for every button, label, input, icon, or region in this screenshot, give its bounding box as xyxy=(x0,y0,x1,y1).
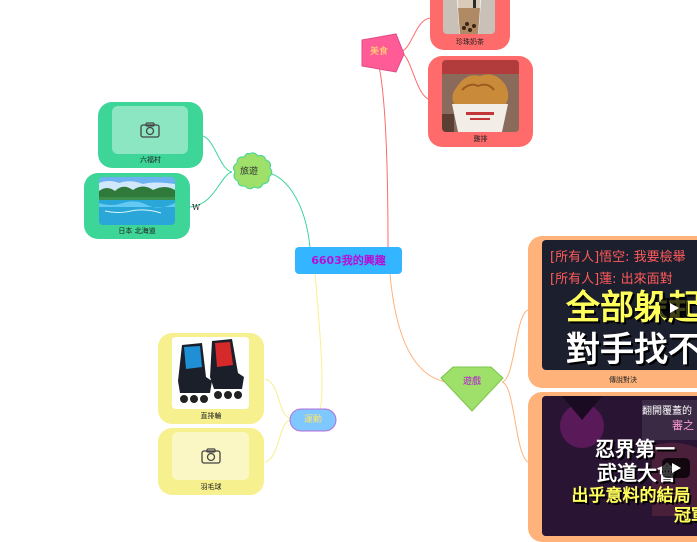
game-card-naruto[interactable]: 翻開覆蓋的 審之 忍界第一 武道大會 出乎意料的結局 冠軍 xyxy=(528,392,697,542)
video-thumbnail[interactable]: [所有人]悟空: 我要檢舉 [所有人]蓮: 出來面對 全部躲起 對手找不 xyxy=(542,240,697,370)
thumbnail-title-3: 出乎意料的結局 xyxy=(571,486,691,506)
sport-card-badminton[interactable]: 羽毛球 xyxy=(158,428,264,495)
thumbnail-title-2: 對手找不 xyxy=(566,330,697,370)
video-thumbnail[interactable]: 翻開覆蓋的 審之 忍界第一 武道大會 出乎意料的結局 冠軍 xyxy=(542,396,697,536)
food-node-shape xyxy=(361,33,405,73)
link-game-item2 xyxy=(501,381,529,463)
game-branch-label[interactable]: 遊戲 xyxy=(462,377,481,387)
skates-photo xyxy=(172,337,249,409)
sport-card-skates[interactable]: 直排輪 xyxy=(158,333,264,424)
camera-icon xyxy=(140,122,160,138)
play-icon[interactable] xyxy=(662,458,690,478)
card-caption: 珍珠奶茶 xyxy=(456,38,484,46)
card-caption: 傳說對決 xyxy=(609,376,637,384)
milk-tea-photo xyxy=(443,0,495,34)
sport-branch-label[interactable]: 運動 xyxy=(303,415,322,425)
link-sport-item1 xyxy=(264,378,291,419)
fried-chicken-photo xyxy=(442,60,519,132)
food-branch-label[interactable]: 美食 xyxy=(369,47,388,57)
card-caption: 六福村 xyxy=(140,156,161,164)
camera-icon xyxy=(200,448,221,464)
travel-node-shape xyxy=(232,152,273,190)
link-center-food xyxy=(377,61,389,248)
sport-node-shape xyxy=(289,408,337,432)
link-travel-item2 xyxy=(189,171,233,208)
thumbnail-chat-line-2: 審之 xyxy=(672,419,694,432)
travel-branch-label[interactable]: 旅遊 xyxy=(239,167,258,177)
food-card-milktea[interactable]: 珍珠奶茶 xyxy=(430,0,510,50)
link-game-item1 xyxy=(501,309,529,383)
card-caption: 雞排 xyxy=(473,135,488,143)
game-node-shape xyxy=(440,366,504,412)
image-placeholder xyxy=(172,432,249,480)
link-travel-item1 xyxy=(202,135,233,173)
thumbnail-chat-line-1: 翻開覆蓋的 xyxy=(642,406,692,417)
link-sport-item2 xyxy=(264,419,291,463)
image-placeholder xyxy=(112,106,188,154)
thumbnail-chat-line-1: [所有人]悟空: 我要檢舉 xyxy=(550,250,686,265)
lake-photo xyxy=(99,177,175,225)
travel-marker: W xyxy=(192,203,201,212)
thumbnail-title-2: 武道大會 xyxy=(597,461,677,485)
link-food-item2 xyxy=(399,51,431,101)
mindmap-connectors: W xyxy=(189,17,529,463)
travel-card-liufu[interactable]: 六福村 xyxy=(98,102,203,168)
food-card-chicken[interactable]: 雞排 xyxy=(428,56,533,147)
card-caption: 羽毛球 xyxy=(200,483,222,491)
link-food-item1 xyxy=(399,17,431,53)
link-center-sport xyxy=(314,273,323,411)
thumbnail-title-1: 忍界第一 xyxy=(595,437,675,461)
game-card-aov[interactable]: [所有人]悟空: 我要檢舉 [所有人]蓮: 出來面對 全部躲起 對手找不 傳說對… xyxy=(528,236,697,388)
link-center-travel xyxy=(264,171,311,248)
thumbnail-title-4: 冠軍 xyxy=(674,506,697,526)
card-caption: 直排輪 xyxy=(200,412,222,420)
card-caption: 日本 北海道 xyxy=(118,227,156,235)
thumbnail-chat-line-2: [所有人]蓮: 出來面對 xyxy=(550,272,673,287)
play-icon[interactable] xyxy=(660,298,688,318)
link-center-game xyxy=(389,273,447,383)
travel-card-hokkaido[interactable]: 日本 北海道 xyxy=(84,173,190,239)
central-topic[interactable]: 6603我的興趣 xyxy=(295,247,402,274)
